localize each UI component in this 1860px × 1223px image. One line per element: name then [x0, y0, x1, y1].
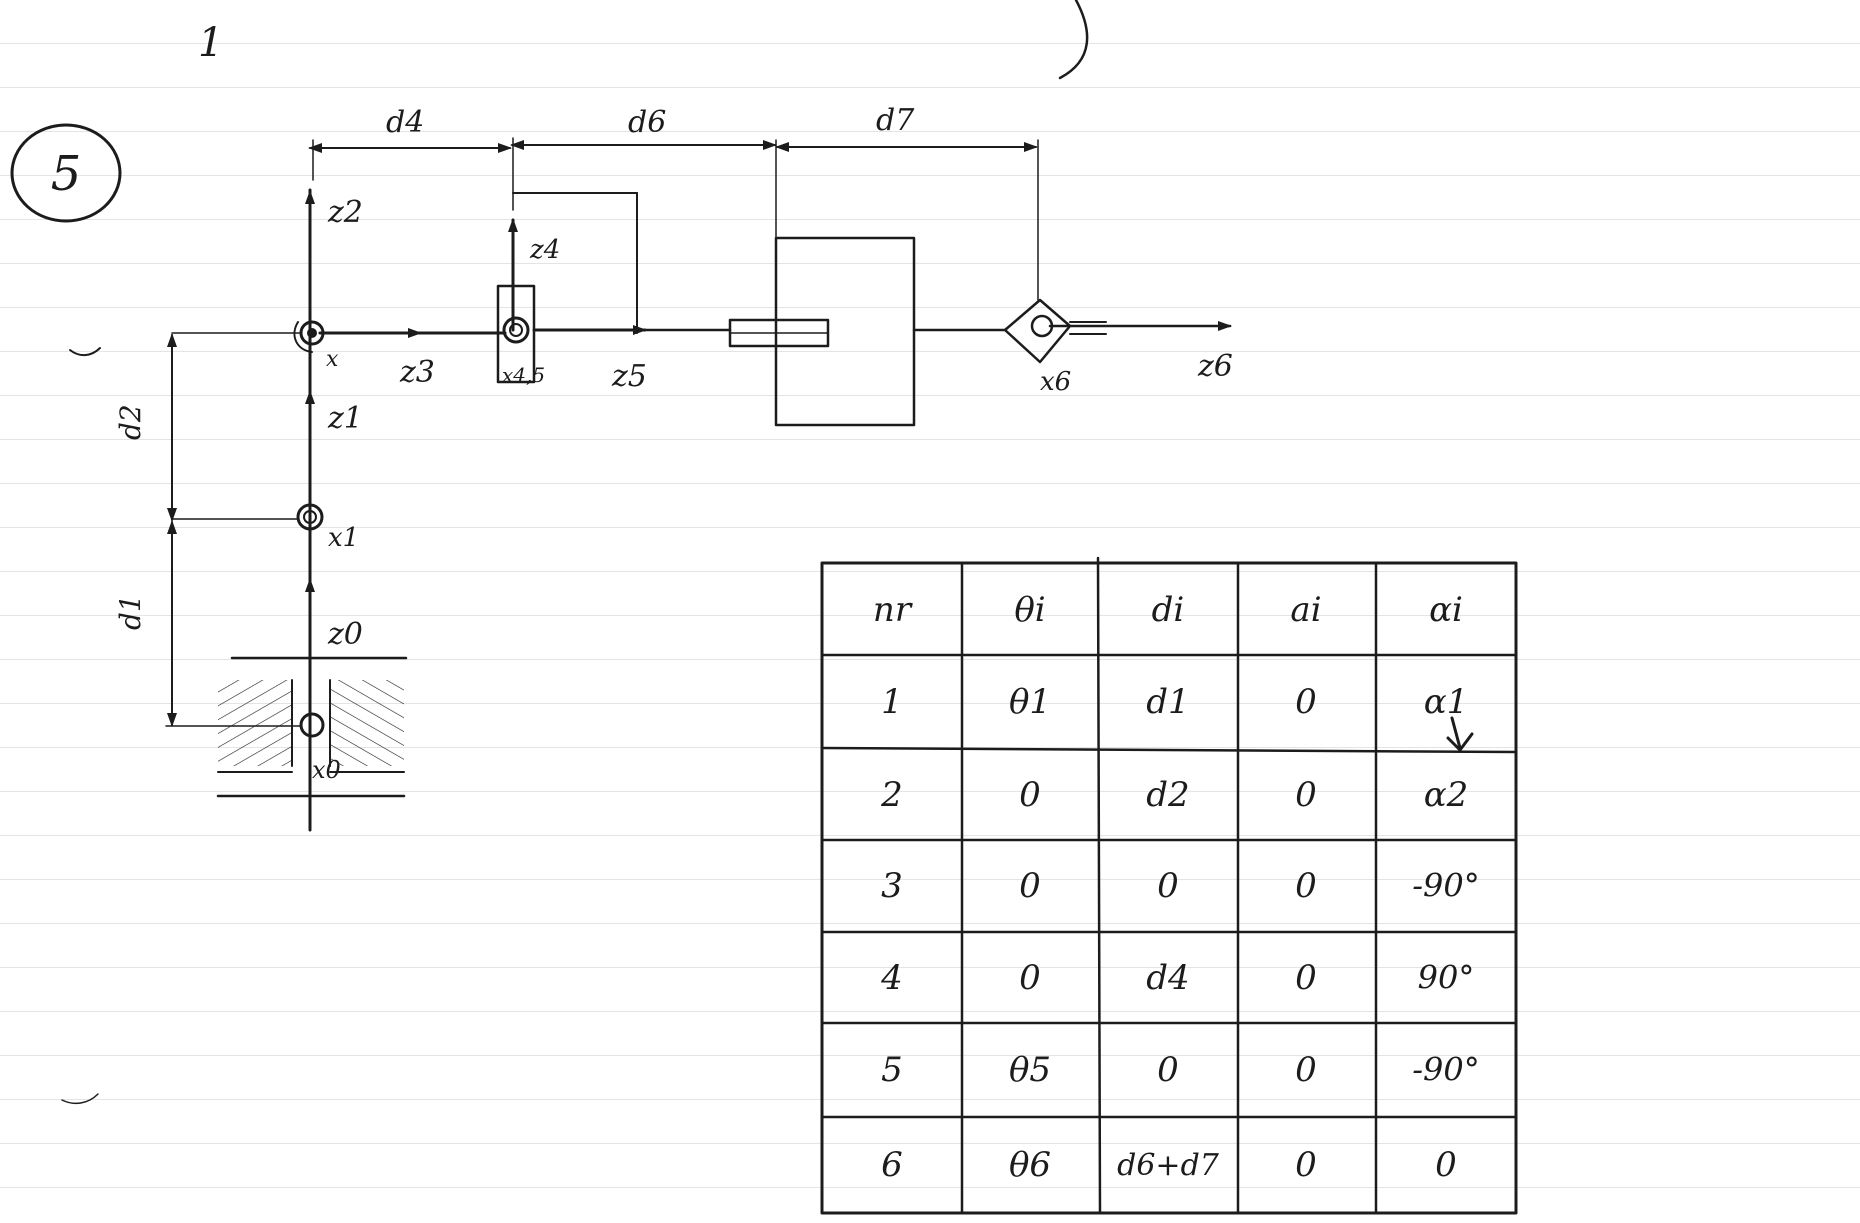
table-cell: -90°	[1412, 1051, 1480, 1089]
table-cell: 0	[1157, 866, 1179, 906]
table-cell: 0	[1295, 682, 1317, 722]
table-cell: d1	[1146, 682, 1189, 722]
table-cell: d2	[1146, 775, 1189, 815]
table-cell: 0	[1295, 775, 1317, 815]
joint-4-5-symbol	[502, 316, 530, 344]
table-cell: θ1	[1009, 682, 1051, 722]
label-z1: z1	[327, 401, 363, 436]
table-border	[820, 561, 1518, 1215]
table-header-alpha: αi	[1429, 590, 1463, 630]
label-d6: d6	[628, 105, 666, 140]
label-x: x	[326, 347, 339, 372]
table-cell: 0	[1019, 775, 1041, 815]
base-hatch-left	[218, 680, 292, 766]
prismatic-housing	[774, 236, 916, 427]
table-cell: 0	[1435, 1145, 1457, 1185]
problem-number: 5	[51, 146, 82, 202]
rotation-mark	[293, 321, 313, 353]
table-header-nr: nr	[873, 590, 913, 630]
label-z2: z2	[327, 195, 363, 230]
label-d4: d4	[386, 105, 424, 140]
table-cell: 0	[1157, 1050, 1179, 1090]
base-hatch-right	[330, 680, 404, 766]
table-cell: 5	[881, 1050, 903, 1090]
problem-number-circle	[10, 123, 122, 223]
joint-4-5-block	[496, 284, 536, 384]
label-x1: x1	[328, 523, 359, 553]
label-z4: z4	[529, 235, 560, 265]
joint-2-symbol	[296, 503, 324, 531]
table-cell: d4	[1146, 958, 1189, 998]
table-cell: 3	[881, 866, 903, 906]
table-cell: θ6	[1009, 1145, 1051, 1185]
label-z5: z5	[611, 359, 647, 394]
joint-3-dot	[307, 328, 317, 338]
joint-1-symbol	[299, 712, 325, 738]
label-z3: z3	[399, 355, 435, 390]
table-cell: d6+d7	[1117, 1148, 1220, 1183]
table-cell: 0	[1019, 866, 1041, 906]
table-cell: θ5	[1009, 1050, 1051, 1090]
page-number: 1	[198, 20, 223, 66]
table-cell: α2	[1424, 775, 1469, 815]
label-d7: d7	[876, 103, 915, 138]
table-cell: 0	[1019, 958, 1041, 998]
margin-mark	[61, 1093, 99, 1105]
table-header-d: di	[1152, 590, 1185, 630]
bracket-mark	[1058, 0, 1089, 80]
table-header-a: ai	[1290, 590, 1321, 630]
label-d2: d2	[114, 404, 147, 440]
table-cell: 90°	[1418, 959, 1475, 997]
table-cell: 0	[1295, 1050, 1317, 1090]
margin-mark	[69, 347, 101, 356]
label-z6: z6	[1197, 349, 1233, 384]
table-cell: 1	[881, 682, 903, 722]
table-cell: -90°	[1412, 867, 1480, 905]
label-z0: z0	[327, 617, 363, 652]
table-cell: 0	[1295, 866, 1317, 906]
table-cell: 6	[881, 1145, 903, 1185]
table-cell: α1	[1424, 682, 1469, 722]
annotation-arrow-mark	[1446, 716, 1474, 752]
label-d1: d1	[114, 594, 147, 630]
wrist-diamond	[1003, 298, 1072, 364]
table-header-theta: θi	[1014, 590, 1045, 630]
joint-2-inner	[303, 510, 317, 524]
table-hline	[820, 746, 1518, 754]
label-x45: x4,5	[502, 363, 545, 387]
table-cell: 4	[880, 958, 903, 998]
table-vline	[1096, 556, 1102, 1215]
label-x6: x6	[1040, 367, 1071, 397]
joint-4-5-inner	[509, 323, 523, 337]
table-cell: 2	[880, 775, 903, 815]
dh-parameter-table: nr θi di ai αi 1 θ1 d1 0 α1 2 0 d2 0 α2 …	[820, 556, 1518, 1215]
table-cell: 0	[1295, 958, 1317, 998]
table-cell: 0	[1295, 1145, 1317, 1185]
